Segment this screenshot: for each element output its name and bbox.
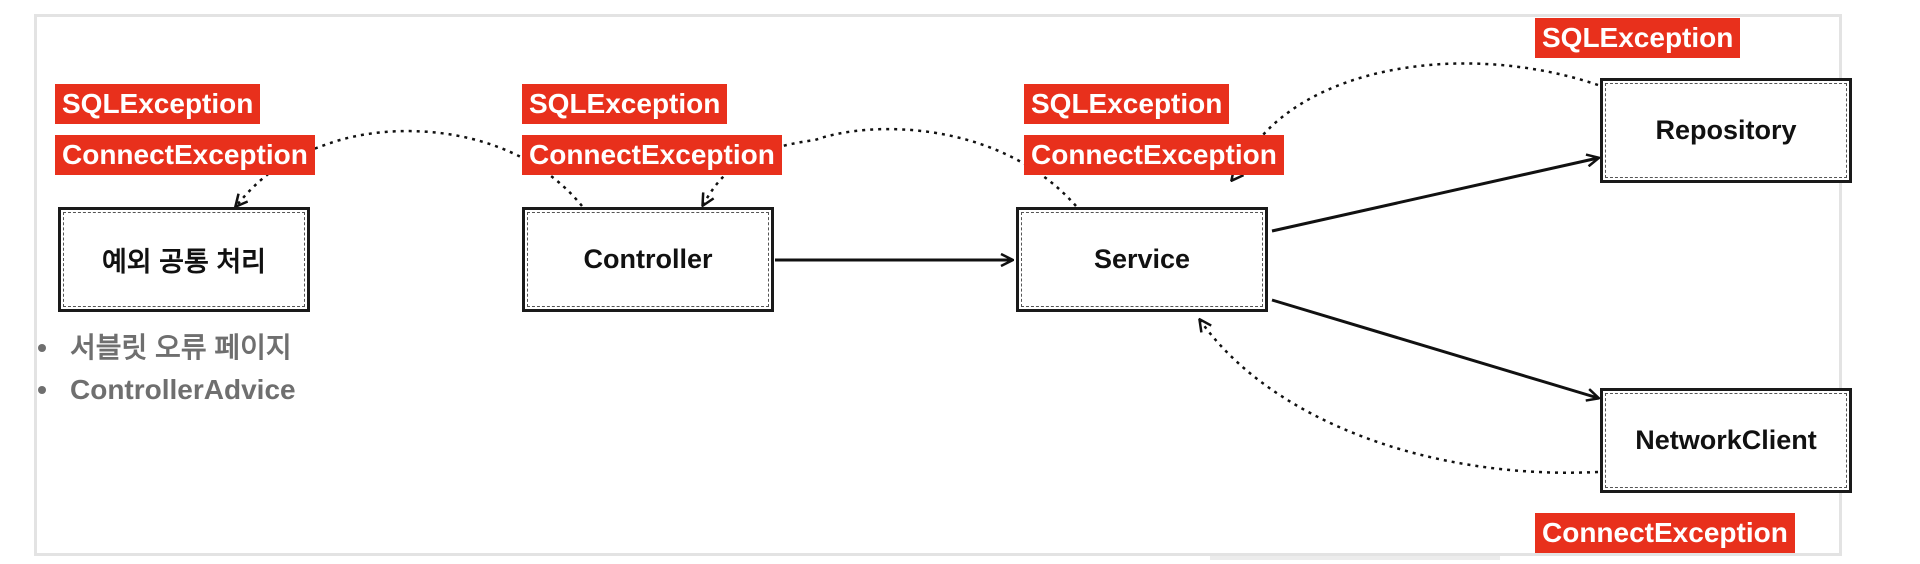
note-servlet-error-page: 서블릿 오류 페이지 [70,332,292,363]
throw-arrow-repository-to-service [1232,62,1599,180]
tag-repository-sqlexception: SQLException [1535,18,1741,58]
list-item: 서블릿 오류 페이지 [36,327,296,369]
tag-controller-sqlexception: SQLException [522,84,728,124]
note-controller-advice: ControllerAdvice [70,374,296,405]
networkclient-box: NetworkClient [1600,388,1852,493]
tag-networkclient-connectexception: ConnectException [1535,513,1795,553]
call-arrow-service-to-networkclient [1271,298,1598,398]
controller-label: Controller [583,244,713,274]
diagram-frame [34,14,1842,556]
controller-box: Controller [522,207,774,312]
call-arrow-service-to-repository [1271,158,1598,233]
list-item: ControllerAdvice [36,369,296,411]
handler-notes-list: 서블릿 오류 페이지 ControllerAdvice [36,327,296,411]
common-exception-handler-label: 예외 공통 처리 [101,247,267,277]
common-exception-handler-box: 예외 공통 처리 [58,207,310,312]
repository-box: Repository [1600,78,1852,183]
tag-common-sqlexception: SQLException [55,84,261,124]
tag-common-connectexception: ConnectException [55,135,315,175]
bullet-icon [38,386,46,394]
bullet-icon [38,344,46,352]
tag-service-connectexception: ConnectException [1024,135,1284,175]
repository-label: Repository [1655,115,1797,145]
divider [1210,556,1500,560]
service-label: Service [1093,244,1191,274]
tag-service-sqlexception: SQLException [1024,84,1230,124]
service-box: Service [1016,207,1268,312]
tag-controller-connectexception: ConnectException [522,135,782,175]
throw-arrow-networkclient-to-service [1200,320,1599,474]
networkclient-label: NetworkClient [1635,425,1817,455]
